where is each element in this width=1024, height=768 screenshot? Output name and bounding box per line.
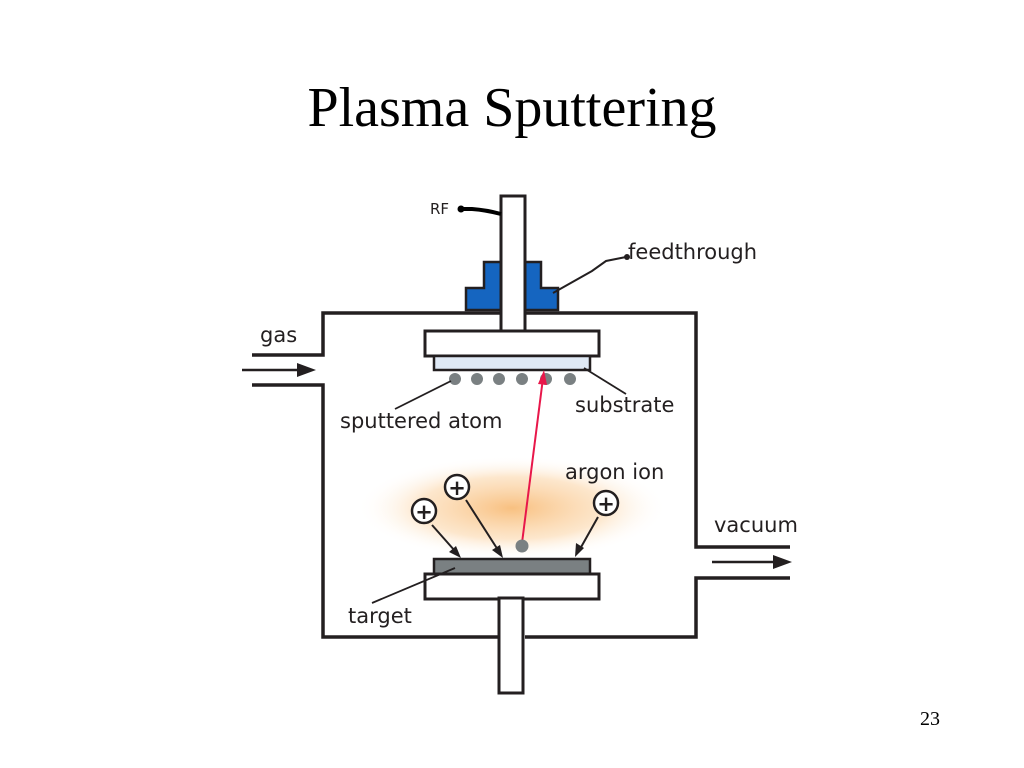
top-electrode-shaft (499, 194, 527, 334)
substrate-label: substrate (575, 393, 674, 417)
target-leader (371, 567, 456, 604)
target-label: target (348, 604, 412, 628)
target (432, 557, 592, 576)
gas-arrowhead (297, 363, 316, 377)
argon-ion-label: argon ion (565, 460, 664, 484)
sputtered-atom (516, 373, 528, 385)
ion-arrowhead-left (449, 546, 461, 558)
vacuum-label: vacuum (714, 513, 798, 537)
top-electrode-plate (423, 329, 601, 358)
feedthrough-label: feedthrough (628, 240, 757, 264)
feedthrough-leader (552, 256, 627, 294)
sputtered-atom (564, 373, 576, 385)
chamber-wall (252, 383, 499, 639)
svg-text:+: + (597, 492, 615, 516)
sputtered-atom (449, 373, 461, 385)
ion-arrow-left (431, 524, 456, 552)
sputtered-atom-label: sputtered atom (340, 409, 502, 433)
svg-text:+: + (415, 500, 433, 524)
rf-label: RF (430, 200, 449, 218)
page-number: 23 (920, 708, 940, 730)
ion-arrow-right (579, 516, 599, 550)
substrate-leader (583, 367, 627, 395)
sputtered-atom (471, 373, 483, 385)
bottom-electrode-plate (423, 572, 601, 601)
ion-middle: + (443, 473, 471, 501)
bottom-electrode-shaft (497, 596, 525, 695)
gas-label: gas (260, 323, 297, 347)
sputtered-atom (493, 373, 505, 385)
rf-wire (462, 207, 502, 216)
svg-text:+: + (448, 476, 466, 500)
ion-arrowhead-right (575, 543, 584, 557)
ion-right: + (592, 489, 620, 517)
feedthrough-leader-dot (624, 254, 630, 260)
substrate (432, 354, 592, 372)
ion-arrow-middle (465, 499, 499, 551)
argon-ion-impact (515, 539, 529, 553)
ion-arrowhead-middle (492, 545, 503, 558)
ion-path-arrowhead (538, 370, 547, 385)
chamber-wall (525, 576, 790, 639)
vacuum-arrowhead (773, 555, 792, 569)
chamber-wall (252, 311, 501, 357)
ion-left: + (410, 497, 438, 525)
chamber-wall (525, 311, 790, 549)
sputtered-atom-leader (394, 380, 452, 410)
slide-title: Plasma Sputtering (307, 77, 717, 139)
ion-path (521, 377, 544, 544)
rf-wire-end (457, 205, 465, 213)
